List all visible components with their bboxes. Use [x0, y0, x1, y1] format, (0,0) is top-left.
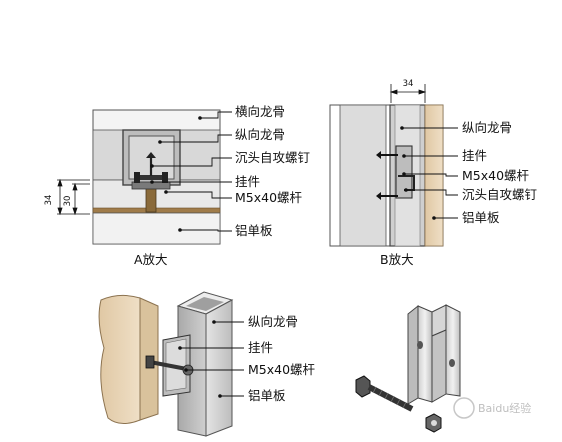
panel-d-parts: [355, 304, 461, 433]
panel-b-leaders: [402, 127, 458, 219]
panel-b-label-bolt: M5x40螺杆: [462, 168, 530, 183]
panel-b-label-vertical-keel: 纵向龙骨: [462, 120, 513, 135]
panel-a-label-countersunk-screw: 沉头自攻螺钉: [235, 150, 311, 165]
panel-a-dimensions: [57, 178, 90, 216]
panel-c-label-hanger: 挂件: [248, 340, 274, 355]
panel-a-label-aluminium-panel: 铝单板: [235, 223, 273, 238]
panel-b-label-aluminium-panel: 铝单板: [462, 210, 500, 225]
panel-a-caption: A放大: [134, 252, 168, 267]
panel-a-label-vertical-keel: 纵向龙骨: [235, 127, 286, 142]
panel-b-leader-dots: [400, 126, 436, 220]
watermark: Baidu经验: [453, 397, 531, 419]
panel-b-dim-top: 34: [403, 79, 414, 89]
panel-a-dim-outer: 34: [44, 195, 54, 206]
panel-b-label-hanger: 挂件: [462, 148, 488, 163]
panel-a-leaders: [152, 111, 232, 232]
panel-c-label-vertical-keel: 纵向龙骨: [248, 314, 299, 329]
panel-c-leaders: [180, 321, 244, 397]
panel-b-label-countersunk-screw: 沉头自攻螺钉: [462, 187, 538, 202]
panel-a-leader-dots: [150, 116, 202, 232]
panel-a-label-bolt: M5x40螺杆: [235, 190, 303, 205]
panel-a-dim-inner: 30: [63, 196, 73, 207]
panel-a-label-horizontal-keel: 横向龙骨: [235, 104, 286, 119]
panel-b-dimension: [389, 84, 427, 103]
panel-a-label-hanger: 挂件: [235, 174, 261, 189]
panel-b-section: [329, 104, 444, 247]
panel-c-label-aluminium-panel: 铝单板: [248, 388, 286, 403]
watermark-text: Baidu经验: [478, 401, 531, 415]
panel-c-label-bolt: M5x40螺杆: [248, 362, 316, 377]
panel-c-leader-dots: [178, 320, 222, 398]
panel-c-assembly: [98, 291, 234, 437]
panel-b-caption: B放大: [380, 252, 414, 267]
panel-a-section: [92, 109, 221, 245]
